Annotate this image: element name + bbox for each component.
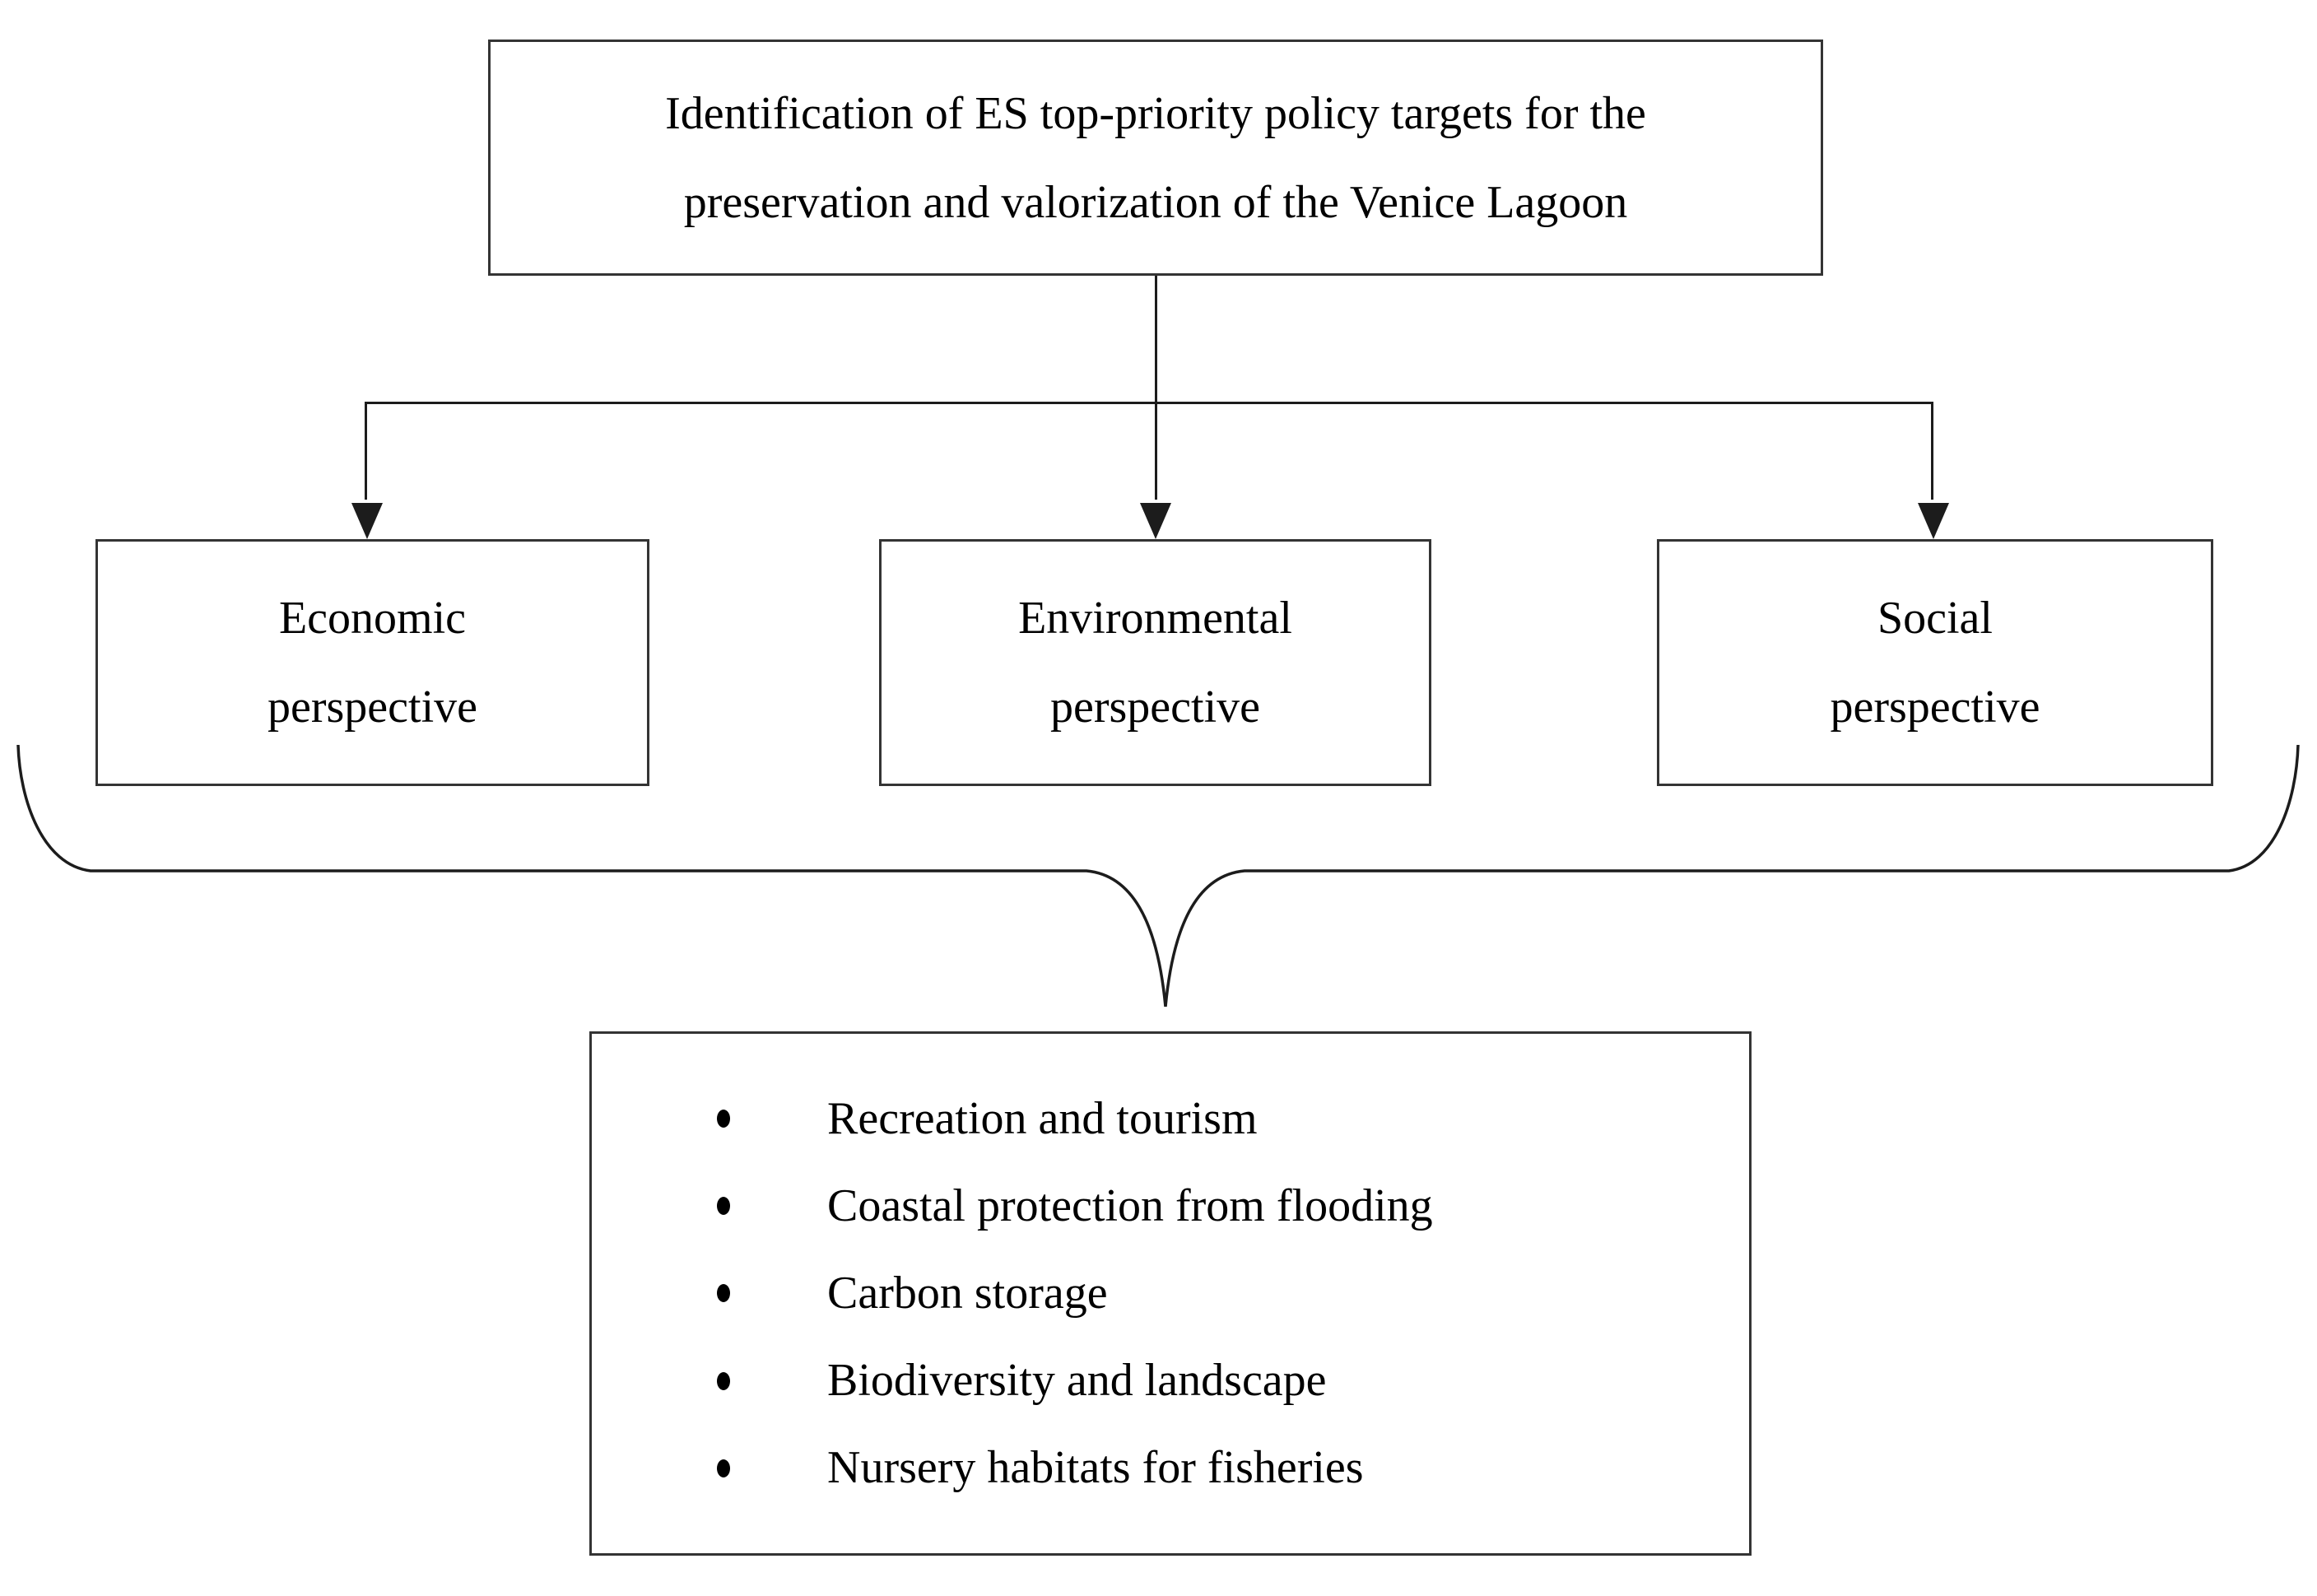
outcomes-box: Recreation and tourism Coastal protectio… [589, 1031, 1752, 1556]
bullet-dot-icon [717, 1284, 730, 1303]
environmental-label-line-1: Environmental [1018, 593, 1292, 644]
connector-trunk-line [1155, 276, 1157, 500]
economic-label-line-1: Economic [278, 593, 467, 644]
bullet-dot-icon [717, 1110, 730, 1128]
arrowhead-social-icon [1918, 503, 1949, 539]
environmental-perspective-box: Environmental perspective [879, 539, 1431, 786]
outcome-label: Recreation and tourism [827, 1092, 1258, 1144]
bullet-dot-icon [717, 1459, 730, 1477]
outcomes-list: Recreation and tourism Coastal protectio… [592, 1034, 1749, 1553]
outcome-item: Nursery habitats for fisheries [717, 1441, 1733, 1494]
outcome-item: Recreation and tourism [717, 1092, 1733, 1145]
outcome-item: Coastal protection from flooding [717, 1180, 1733, 1232]
economic-perspective-box: Economic perspective [95, 539, 649, 786]
connector-crossbar-line [365, 402, 1933, 404]
outcome-item: Biodiversity and landscape [717, 1354, 1733, 1407]
arrowhead-economic-icon [351, 503, 383, 539]
outcome-label: Carbon storage [827, 1267, 1108, 1319]
social-perspective-box: Social perspective [1657, 539, 2213, 786]
bullet-dot-icon [717, 1197, 730, 1216]
bullet-dot-icon [717, 1371, 730, 1390]
title-line-1: Identification of ES top-priority policy… [665, 87, 1646, 139]
outcome-label: Nursery habitats for fisheries [827, 1441, 1364, 1493]
outcome-item: Carbon storage [717, 1268, 1733, 1319]
title-line-2: preservation and valorization of the Ven… [683, 176, 1628, 228]
social-label-line-1: Social [1877, 593, 1993, 644]
economic-label-line-2: perspective [268, 682, 477, 733]
brace-icon [16, 744, 2300, 1007]
connector-branch-left-line [365, 402, 367, 500]
social-label-line-2: perspective [1830, 682, 2040, 733]
outcome-label: Coastal protection from flooding [827, 1180, 1433, 1231]
title-box: Identification of ES top-priority policy… [488, 40, 1823, 276]
arrowhead-environmental-icon [1140, 503, 1171, 539]
outcome-label: Biodiversity and landscape [827, 1354, 1327, 1406]
connector-branch-right-line [1931, 402, 1933, 500]
environmental-label-line-2: perspective [1050, 682, 1260, 733]
